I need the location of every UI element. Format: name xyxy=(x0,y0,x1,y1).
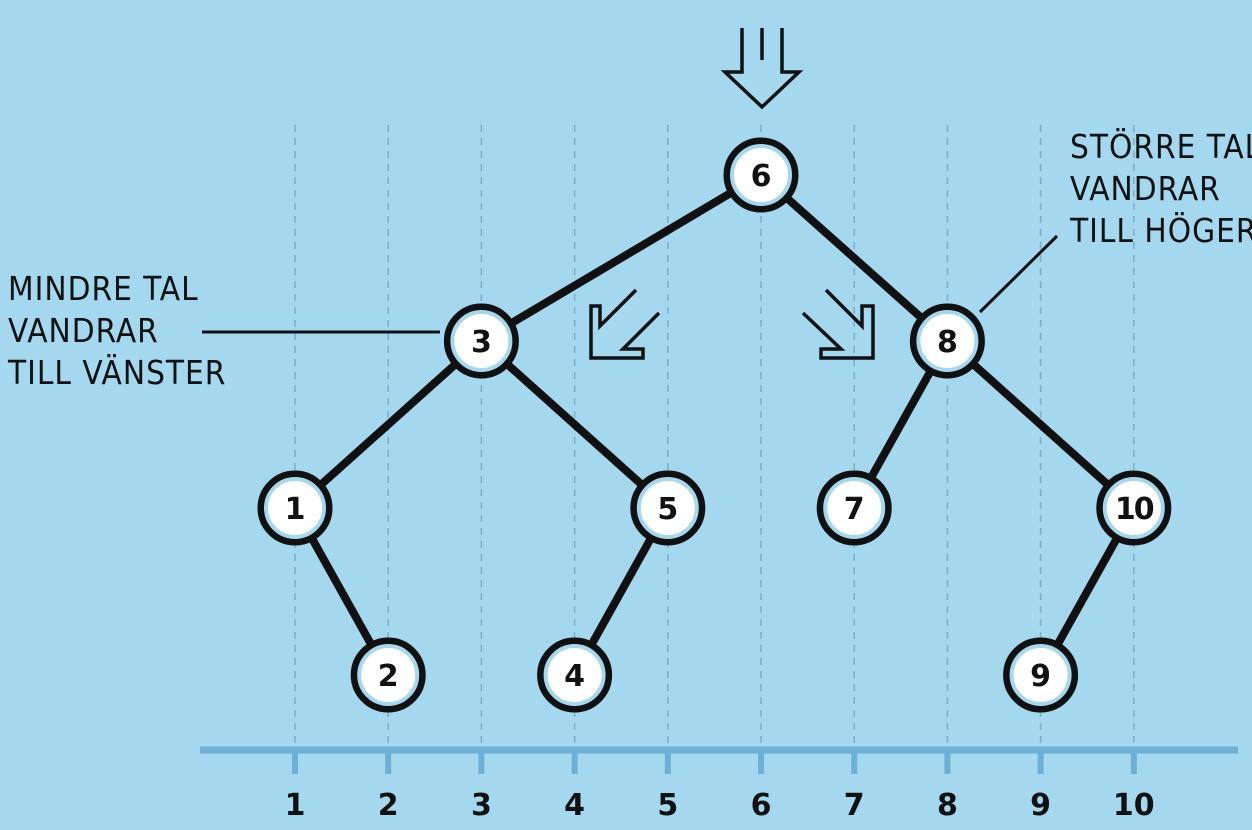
axis-tick-label: 7 xyxy=(844,788,865,823)
node-inner-ring xyxy=(730,144,792,206)
right-note-pointer xyxy=(978,234,1059,314)
node-circle xyxy=(257,470,333,546)
node-circle xyxy=(723,137,799,213)
node-inner-ring xyxy=(450,310,513,372)
node-inner-ring xyxy=(357,644,420,706)
node-label: 8 xyxy=(937,325,958,360)
right-direction-arrow-icon xyxy=(801,288,875,360)
axis-tick-label: 8 xyxy=(937,788,958,823)
tree-edge xyxy=(291,337,486,512)
node-label: 3 xyxy=(471,325,492,360)
node-inner-ring xyxy=(916,310,979,372)
axis-tick-label: 10 xyxy=(1113,788,1155,823)
number-axis: 1 2 3 4 5 6 7 8 9 10 xyxy=(200,746,1238,823)
left-note: MINDRE TAL VANDRAR TILL VÄNSTER xyxy=(7,269,226,392)
tree-edge xyxy=(477,337,672,512)
axis-tick-label: 5 xyxy=(657,788,678,823)
node-label: 10 xyxy=(1115,492,1154,527)
left-direction-arrow-icon xyxy=(589,288,661,360)
right-note-line-3: TILL HÖGER xyxy=(1069,210,1252,250)
node-label: 7 xyxy=(844,492,865,527)
tree-node: 5 xyxy=(630,470,706,546)
node-label: 9 xyxy=(1030,659,1051,694)
node-label: 1 xyxy=(285,492,306,527)
node-circle xyxy=(630,470,706,546)
node-inner-ring xyxy=(264,477,326,539)
node-inner-ring xyxy=(1102,477,1165,539)
left-note-line-2: VANDRAR xyxy=(8,311,159,350)
node-inner-ring xyxy=(636,477,699,539)
node-label: 2 xyxy=(378,659,399,694)
left-note-line-3: TILL VÄNSTER xyxy=(7,353,226,392)
tree-node: 1 xyxy=(257,470,333,546)
axis-tick-label: 2 xyxy=(378,788,399,823)
tree-node: 4 xyxy=(537,637,613,713)
axis-tick-label: 1 xyxy=(285,788,306,823)
axis-tick-label: 3 xyxy=(471,788,492,823)
right-note-line-1: STÖRRE TAL xyxy=(1070,126,1252,166)
tree-node: 9 xyxy=(1003,637,1079,713)
tree-edges xyxy=(291,171,1138,679)
node-label: 6 xyxy=(751,159,772,194)
right-note: STÖRRE TAL VANDRAR TILL HÖGER xyxy=(1069,126,1252,250)
node-circle xyxy=(1003,637,1079,713)
guide-lines xyxy=(294,125,1135,745)
node-circle xyxy=(816,470,892,546)
tree-node: 10 xyxy=(1096,470,1172,546)
tree-node: 3 xyxy=(443,303,519,379)
tree-edge xyxy=(757,171,952,345)
node-label: 4 xyxy=(564,659,585,694)
tree-node: 8 xyxy=(909,303,985,379)
node-circle xyxy=(1096,470,1172,546)
node-circle xyxy=(909,303,985,379)
axis-tick-label: 9 xyxy=(1030,788,1051,823)
tree-node: 2 xyxy=(350,637,426,713)
tree-nodes: 6 3 8 1 5 7 10 2 4 9 xyxy=(257,137,1172,713)
node-inner-ring xyxy=(543,644,606,706)
node-circle xyxy=(350,637,426,713)
node-inner-ring xyxy=(1009,644,1072,706)
axis-tick-label: 6 xyxy=(751,788,772,823)
node-circle xyxy=(537,637,613,713)
left-note-line-1: MINDRE TAL xyxy=(8,269,199,308)
tree-node: 6 xyxy=(723,137,799,213)
axis-tick-label: 4 xyxy=(564,788,585,823)
entry-arrow-icon xyxy=(720,28,804,110)
node-circle xyxy=(443,303,519,379)
tree-edge xyxy=(943,337,1138,512)
node-label: 5 xyxy=(657,492,678,527)
tree-node: 7 xyxy=(816,470,892,546)
tree-edge xyxy=(477,171,765,345)
node-inner-ring xyxy=(823,477,886,539)
right-note-line-2: VANDRAR xyxy=(1070,169,1221,208)
